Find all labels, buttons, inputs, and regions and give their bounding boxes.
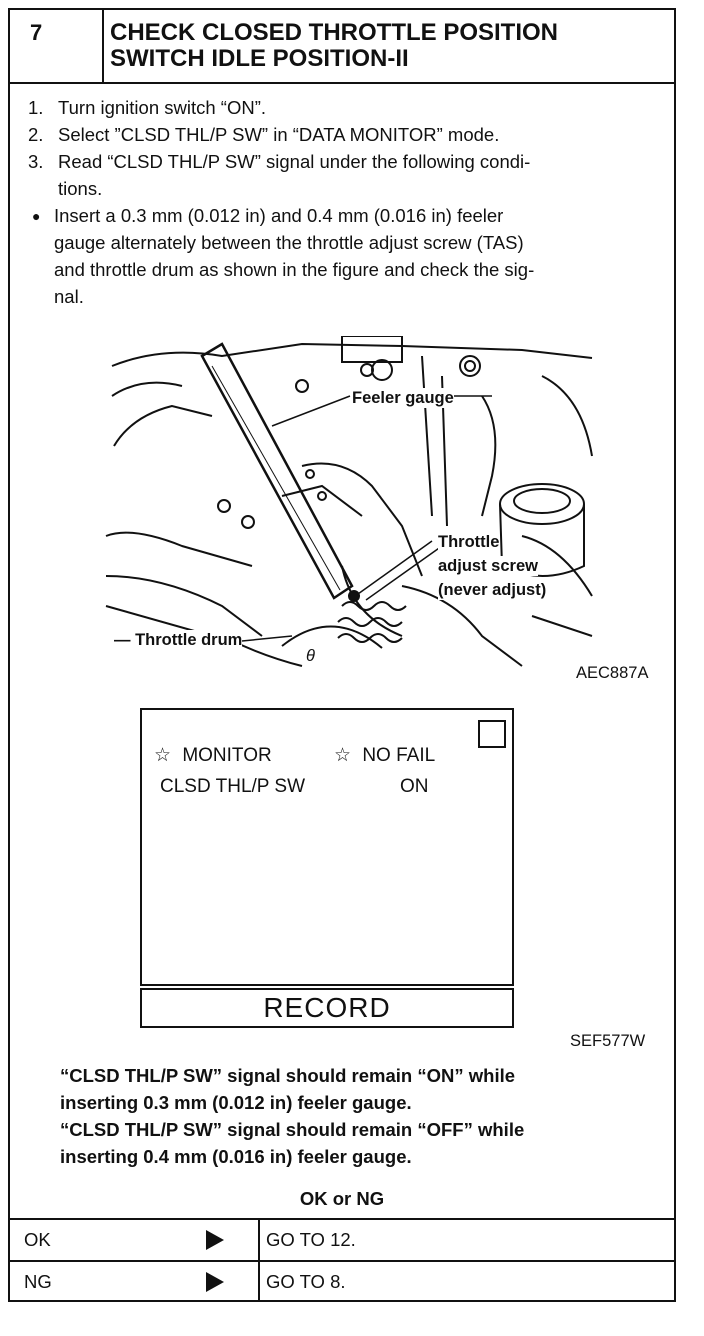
step-number-cell: 7 [10,10,104,82]
step-title-line-1: CHECK CLOSED THROTTLE POSITION [110,19,559,46]
instruction-text: and throttle drum as shown in the figure… [54,259,535,280]
note-line: “CLSD THL/P SW” signal should remain “ON… [60,1065,516,1086]
result-label: OK [24,1229,51,1250]
decision-row-ng[interactable]: NG GO TO 8. [10,1260,674,1302]
instruction-marker: 3. [28,151,44,172]
theta-label: θ [306,646,315,666]
note-line: “CLSD THL/P SW” signal should remain “OF… [60,1119,525,1140]
throttle-drum-label: — Throttle drum [114,630,243,650]
monitor-header-row: ☆ MONITOR [154,744,272,767]
monitor-label: MONITOR [182,745,272,766]
throttle-figure: Feeler gauge Throttle adjust screw (neve… [102,335,596,668]
instruction-marker: 2. [28,124,44,145]
nofail-row: ☆ NO FAIL [334,744,435,767]
cell-divider [258,1220,260,1260]
decision-title: OK or NG [299,1188,385,1209]
screen-checkbox-icon [478,720,506,748]
arrow-right-icon [206,1272,224,1292]
note-line: inserting 0.4 mm (0.016 in) feeler gauge… [60,1146,412,1167]
result-label: NG [24,1271,52,1292]
instruction-item: and throttle drum as shown in the figure… [28,256,668,283]
arrow-right-icon [206,1230,224,1250]
feeler-gauge-label: Feeler gauge [352,388,454,408]
throttle-adjust-screw-label-1: Throttle [438,532,500,552]
instruction-item: tions. [28,175,668,202]
screen-code: SEF577W [570,1032,646,1050]
instruction-text: Read “CLSD THL/P SW” signal under the fo… [58,151,531,172]
star-icon: ☆ [334,745,352,766]
step-number: 7 [30,20,43,45]
nofail-label: NO FAIL [362,745,436,766]
instruction-item: 1. Turn ignition switch “ON”. [28,94,668,121]
monitor-screen: ☆ MONITOR ☆ NO FAIL CLSD THL/P SW ON [140,708,514,986]
engine-illustration [105,335,593,667]
instruction-item: gauge alternately between the throttle a… [28,229,668,256]
expected-result-notes: “CLSD THL/P SW” signal should remain “ON… [60,1062,670,1170]
instruction-item: 3. Read “CLSD THL/P SW” signal under the … [28,148,668,175]
cell-divider [258,1262,260,1302]
instruction-text: Turn ignition switch “ON”. [58,97,267,118]
note-line: inserting 0.3 mm (0.012 in) feeler gauge… [60,1092,412,1113]
throttle-adjust-screw-label-3: (never adjust) [438,580,547,600]
instruction-item: ● Insert a 0.3 mm (0.012 in) and 0.4 mm (… [28,202,668,229]
instruction-text: nal. [54,286,84,307]
monitor-item-value: ON [400,776,429,797]
action-link[interactable]: GO TO 12. [266,1229,356,1250]
instruction-marker: 1. [28,97,44,118]
instruction-item: 2. Select ”CLSD THL/P SW” in “DATA MONITO… [28,121,668,148]
step-header: 7 CHECK CLOSED THROTTLE POSITION SWITCH … [10,10,674,84]
instruction-text: tions. [58,178,103,199]
monitor-item-name: CLSD THL/P SW [160,776,306,797]
step-title-line-2: SWITCH IDLE POSITION-II [110,45,409,72]
step-title: CHECK CLOSED THROTTLE POSITION SWITCH ID… [110,20,670,72]
instruction-text: Select ”CLSD THL/P SW” in “DATA MONITOR”… [58,124,500,145]
action-link[interactable]: GO TO 8. [266,1271,346,1292]
instruction-text: Insert a 0.3 mm (0.012 in) and 0.4 mm (0… [54,205,504,226]
bullet-icon: ● [32,208,41,224]
figure-code: AEC887A [576,664,649,682]
instruction-text: gauge alternately between the throttle a… [54,232,524,253]
procedure-frame: 7 CHECK CLOSED THROTTLE POSITION SWITCH … [8,8,676,1302]
decision-row-ok[interactable]: OK GO TO 12. [10,1218,674,1260]
record-button[interactable]: RECORD [140,988,514,1028]
instruction-item: nal. [28,283,668,310]
decision-table: OK GO TO 12. NG GO TO 8. [10,1218,674,1302]
instruction-list: 1. Turn ignition switch “ON”. 2. Select ”C… [28,94,668,310]
throttle-adjust-screw-label-2: adjust screw [438,556,538,576]
star-icon: ☆ [154,745,172,766]
